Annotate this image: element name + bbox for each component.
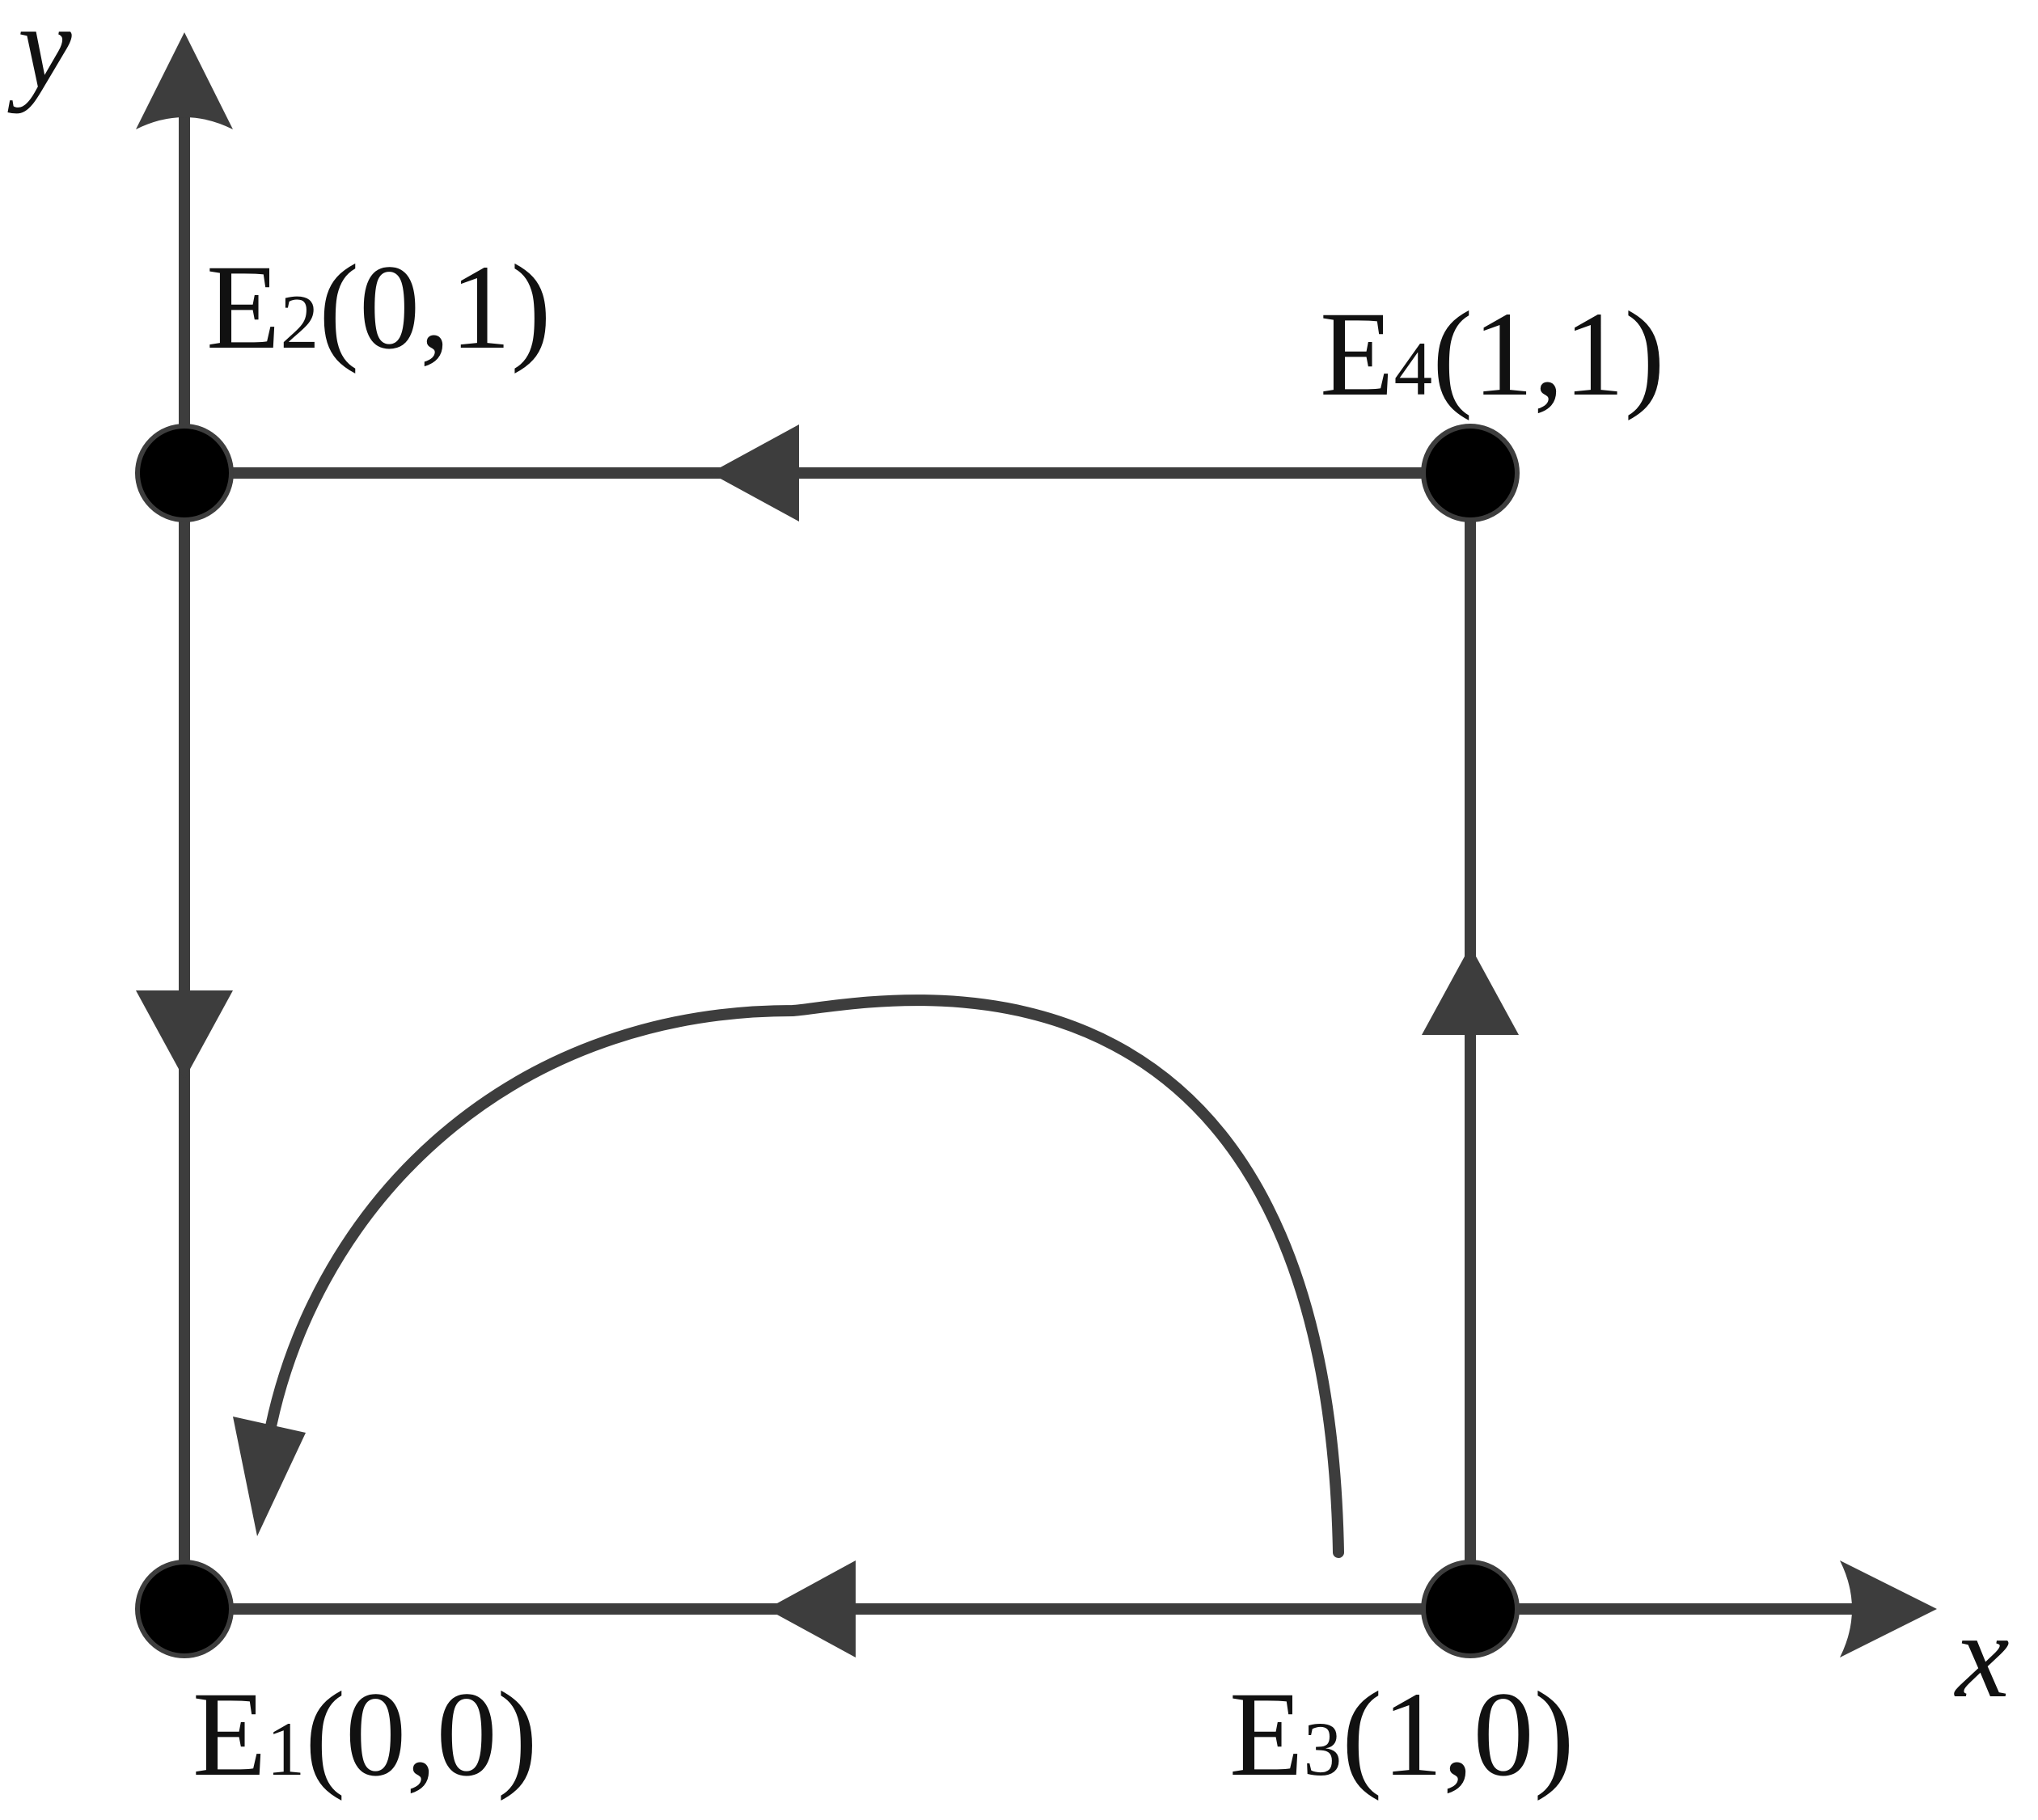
label-e2: E2(0,1) — [206, 240, 552, 374]
label-e1: E1(0,0) — [192, 1667, 538, 1801]
arrow-down-left-edge — [136, 990, 233, 1079]
trajectory-edges — [184, 467, 1476, 1609]
x-axis-label: x — [1954, 1589, 2010, 1723]
equilibrium-points — [135, 424, 1520, 1658]
label-e4: E4(1,1) — [1320, 287, 1665, 421]
label-e3: E3(1,0) — [1229, 1667, 1575, 1801]
curve-arrowhead — [233, 1417, 306, 1536]
y-axis-label: y — [7, 0, 72, 114]
x-axis-arrowhead — [1840, 1560, 1937, 1657]
curved-trajectory — [233, 994, 1344, 1558]
arrow-up-right-edge — [1422, 946, 1519, 1035]
arrow-left-top-edge — [710, 424, 799, 522]
point-e1 — [135, 1560, 234, 1658]
direction-arrows — [136, 424, 1519, 1657]
y-axis-arrowhead — [136, 32, 233, 129]
axes — [136, 32, 1937, 1657]
curve-e3-to-e1 — [261, 994, 1344, 1558]
point-e3 — [1421, 1560, 1520, 1658]
point-e4 — [1421, 424, 1520, 522]
arrow-left-bottom-edge — [767, 1560, 856, 1657]
point-e2 — [135, 424, 234, 522]
